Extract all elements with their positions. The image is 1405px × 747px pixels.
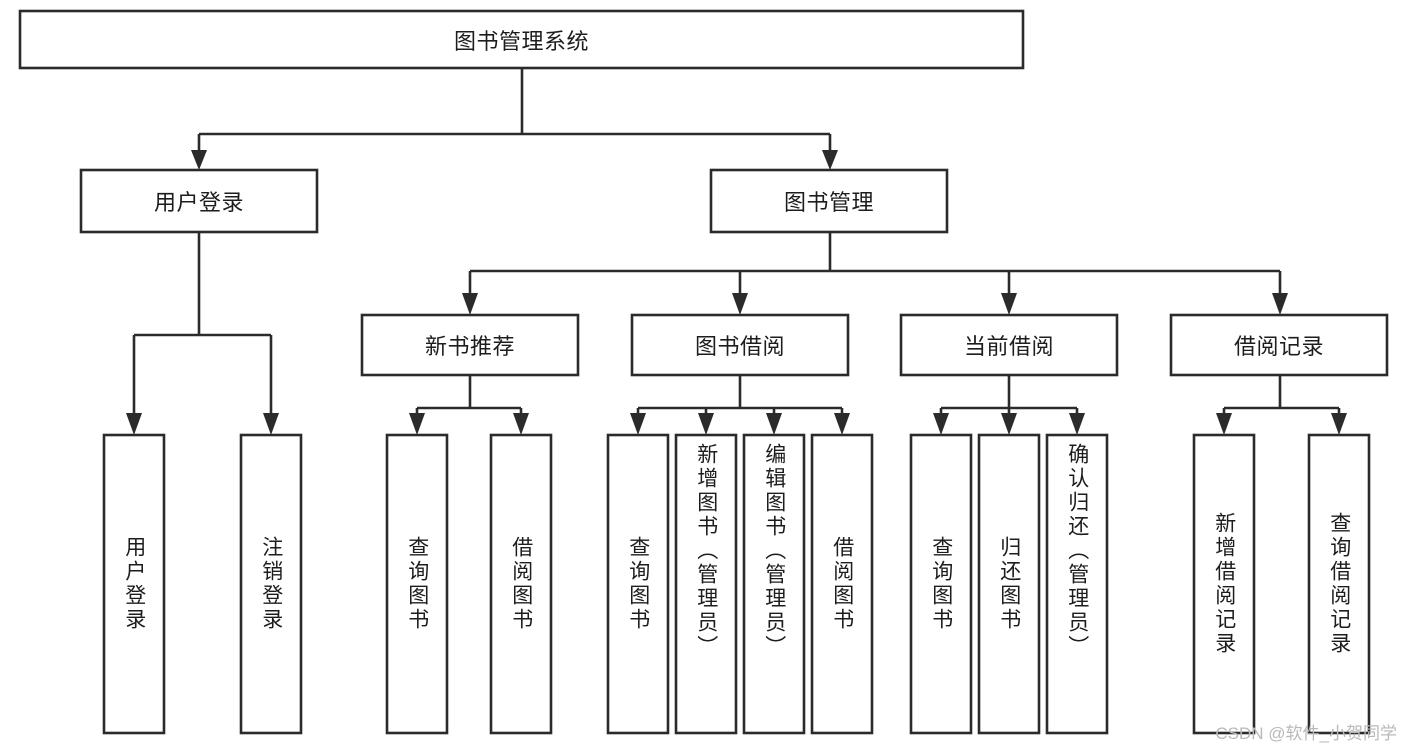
arrow-head-leaf-logout xyxy=(263,413,279,435)
node-borrow-record-box[interactable] xyxy=(1169,313,1389,377)
arrow-head-br-query xyxy=(1331,413,1347,435)
arrow-head-cb-return xyxy=(1001,413,1017,435)
node-new-book-box[interactable] xyxy=(360,313,580,377)
node-leaf-cb-query-box[interactable] xyxy=(909,433,973,735)
node-current-borrow-box[interactable] xyxy=(899,313,1119,377)
arrow-head-borrow-record xyxy=(1272,293,1288,315)
node-leaf-br-query-box[interactable] xyxy=(1307,433,1371,735)
node-leaf-nb-borrow-box[interactable] xyxy=(489,433,553,735)
node-leaf-br-add-box[interactable] xyxy=(1192,433,1256,735)
node-root-box[interactable] xyxy=(18,9,1025,70)
node-leaf-nb-query-box[interactable] xyxy=(385,433,449,735)
arrow-head-leaf-user-login xyxy=(126,413,142,435)
node-leaf-user-login-box[interactable] xyxy=(102,433,166,735)
node-leaf-bb-query-box[interactable] xyxy=(606,433,670,735)
node-leaf-logout-box[interactable] xyxy=(239,433,303,735)
node-book-borrow-box[interactable] xyxy=(630,313,850,377)
arrow-head-bb-edit xyxy=(766,413,782,435)
arrow-head-book-mgmt xyxy=(822,150,838,170)
node-leaf-cb-return-box[interactable] xyxy=(977,433,1041,735)
node-book-mgmt-box[interactable] xyxy=(709,168,949,234)
arrow-head-bb-query xyxy=(630,413,646,435)
arrow-head-bb-add xyxy=(698,413,714,435)
arrow-head-nb-query xyxy=(409,413,425,435)
node-leaf-cb-confirm-box[interactable] xyxy=(1045,433,1109,735)
node-leaf-bb-add-box[interactable] xyxy=(674,433,738,735)
arrow-head-current-borrow xyxy=(1001,293,1017,315)
arrow-head-new-book xyxy=(462,293,478,315)
arrow-head-cb-query xyxy=(933,413,949,435)
arrow-head-br-add xyxy=(1216,413,1232,435)
node-leaf-bb-edit-box[interactable] xyxy=(742,433,806,735)
arrow-head-nb-borrow xyxy=(513,413,529,435)
node-user-login-box[interactable] xyxy=(79,168,319,234)
arrow-head-user-login xyxy=(191,150,207,170)
node-leaf-bb-borrow-box[interactable] xyxy=(810,433,874,735)
arrow-head-cb-confirm xyxy=(1069,413,1085,435)
arrow-head-bb-borrow xyxy=(834,413,850,435)
arrow-head-book-borrow xyxy=(732,293,748,315)
